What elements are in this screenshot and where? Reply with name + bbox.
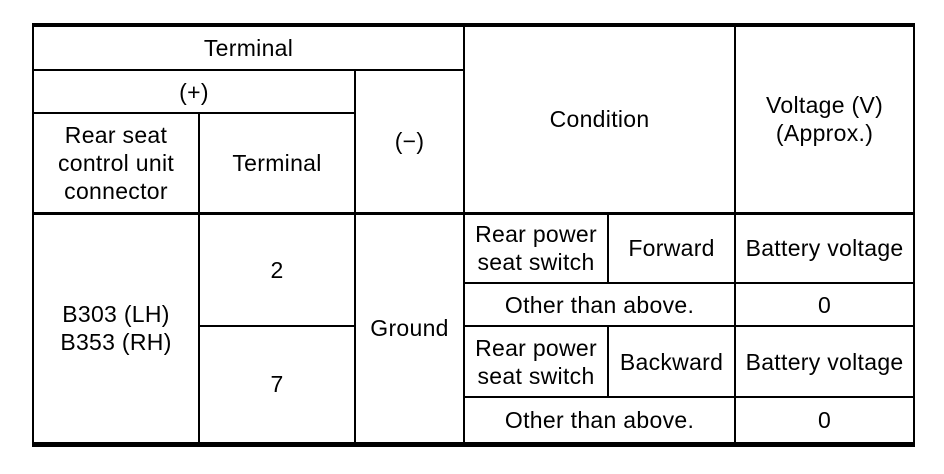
cell-condition-other-2: Other than above. — [463, 396, 737, 445]
cell-connector-ids: B303 (LH) B353 (RH) — [32, 211, 200, 445]
cell-terminal-7: 7 — [198, 325, 356, 445]
header-plus: (+) — [32, 69, 356, 114]
header-connector-col: Rear seat control unit connector — [32, 112, 200, 214]
cell-condition-device-backward: Rear power seat switch — [463, 325, 610, 398]
header-row-3: Rear seat control unit connector Termina… — [32, 112, 914, 214]
header-row-1: Terminal Condition Voltage (V) (Approx.) — [31, 24, 916, 214]
terminal-voltage-table: Terminal Condition Voltage (V) (Approx.)… — [31, 23, 916, 447]
body-row-forward: B303 (LH) B353 (RH) 2 Ground Rear power … — [32, 211, 916, 445]
cell-voltage-other-2: 0 — [734, 396, 916, 445]
header-terminal-col: Terminal — [198, 112, 356, 214]
cell-voltage-backward: Battery voltage — [734, 325, 916, 398]
header-condition: Condition — [463, 24, 737, 214]
header-terminal-group: Terminal — [31, 24, 466, 71]
body-row-backward: 7 Rear power seat switch Backward Batter… — [33, 325, 916, 445]
header-row-2: (+) (−) — [32, 69, 914, 214]
header-voltage: Voltage (V) (Approx.) — [734, 24, 916, 214]
body-row-other-2: Other than above. 0 — [33, 396, 916, 445]
cell-condition-other-1: Other than above. — [463, 282, 737, 327]
body-row-other-1: Other than above. 0 — [33, 282, 916, 327]
cell-condition-state-backward: Backward — [607, 325, 737, 398]
cell-ground: Ground — [353, 211, 466, 445]
cell-voltage-other-1: 0 — [734, 282, 916, 327]
cell-voltage-forward: Battery voltage — [734, 211, 916, 284]
cell-condition-state-forward: Forward — [607, 211, 737, 284]
header-minus: (−) — [353, 69, 466, 214]
cell-condition-device-forward: Rear power seat switch — [463, 211, 610, 284]
cell-terminal-2: 2 — [198, 211, 356, 327]
